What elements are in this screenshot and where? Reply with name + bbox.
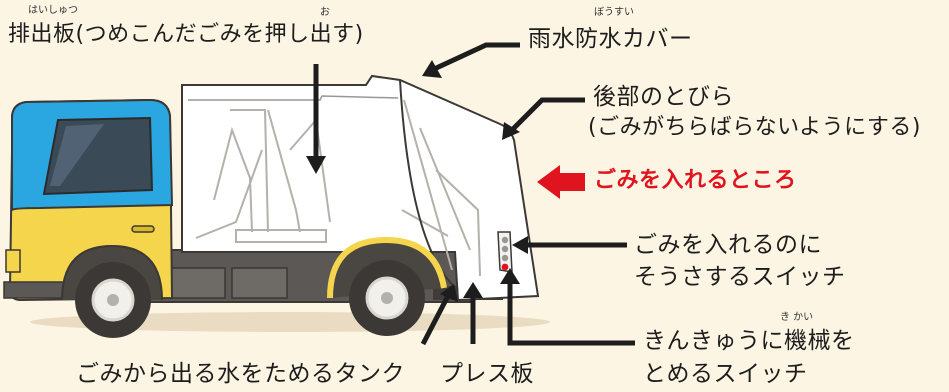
- arrowhead-emergency-switch: [500, 268, 520, 284]
- label-operate-switch-line1: ごみを入れるのに: [634, 232, 822, 258]
- arrowhead-push-plate: [306, 156, 326, 174]
- leader-water-tank: [420, 290, 453, 346]
- label-garbage-inlet: ごみを入れるところ: [594, 168, 797, 193]
- ruby-kikai: き かい: [780, 312, 814, 323]
- arrowhead-rain-cover: [422, 60, 442, 78]
- label-operate-switch-line2: そうさするスイッチ: [634, 264, 846, 290]
- label-water-tank: ごみから出る水をためるタンク: [76, 361, 405, 387]
- leader-emergency-switch: [507, 276, 635, 346]
- front-wheel: [75, 262, 151, 338]
- label-emergency-switch-line2: とめるスイッチ: [643, 361, 808, 387]
- label-rain-cover: 雨水防水カバー: [528, 26, 693, 52]
- cargo-body: [181, 74, 540, 302]
- label-rear-door-line2: (ごみがちらばらないようにする): [588, 115, 921, 140]
- leader-rain-cover: [430, 42, 520, 73]
- label-rear-door-line1: 後部のとびら: [593, 84, 734, 110]
- arrowhead-rear-door: [502, 122, 520, 140]
- arrowhead-water-tank: [440, 284, 458, 302]
- label-press-plate: プレス板: [440, 361, 534, 387]
- ruby-bousui: ぼうすい: [594, 7, 634, 18]
- ruby-o: お: [320, 7, 330, 18]
- ruby-haishutsu: はいしゅつ: [28, 5, 78, 16]
- front-bumper: [3, 281, 65, 299]
- rear-wheel: [349, 260, 425, 336]
- leader-rear-door: [508, 97, 585, 134]
- inlet-arrow-icon: [537, 165, 585, 199]
- operate-switch-button: [501, 236, 509, 244]
- headlight: [5, 249, 21, 273]
- door-handle: [131, 225, 155, 233]
- arrowhead-press-plate: [463, 282, 483, 298]
- operate-switch-button: [501, 245, 509, 253]
- arrowhead-operate-switch: [512, 236, 528, 254]
- label-emergency-switch-line1: きんきゅうに機械を: [643, 328, 855, 354]
- ground-shadow: [30, 312, 550, 332]
- emergency-stop-button: [501, 263, 509, 271]
- operate-switch-button: [501, 254, 509, 262]
- label-push-plate: 排出板(つめこんだごみを押し出す): [8, 22, 364, 47]
